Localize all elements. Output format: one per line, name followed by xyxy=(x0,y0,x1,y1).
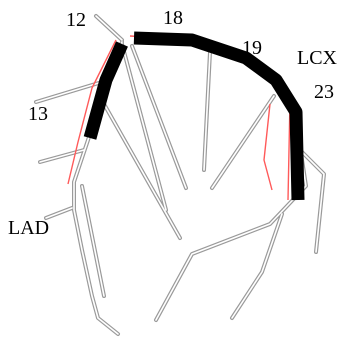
branch-lcx-long xyxy=(156,120,306,320)
label-18: 18 xyxy=(163,7,183,29)
highlighted-path xyxy=(90,38,298,200)
label-19: 19 xyxy=(242,37,262,59)
label-lcx: LCX xyxy=(297,47,338,69)
contour-inner xyxy=(264,104,272,190)
vessel-branches xyxy=(36,16,324,334)
label-lad: LAD xyxy=(8,217,49,239)
label-23: 23 xyxy=(314,81,334,103)
label-12: 12 xyxy=(66,9,86,31)
label-13: 13 xyxy=(28,103,48,125)
